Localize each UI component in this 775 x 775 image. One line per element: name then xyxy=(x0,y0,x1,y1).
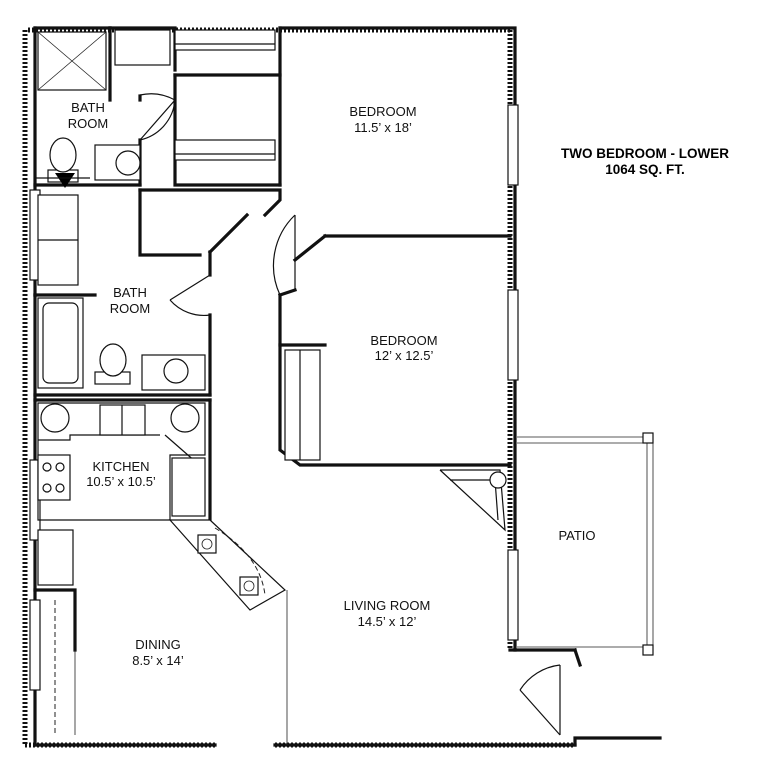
patio-outline xyxy=(517,432,654,656)
interior-walls xyxy=(33,26,662,747)
kitchen-label: KITCHEN xyxy=(92,459,149,474)
bath2-label-2: ROOM xyxy=(110,301,150,316)
arrow-marker xyxy=(55,173,75,188)
bedroom1-dims: 11.5’ x 18’ xyxy=(354,120,412,135)
doors xyxy=(139,93,561,736)
bath1-label: BATH xyxy=(71,100,105,115)
bath2-label: BATH xyxy=(113,285,147,300)
bedroom1-label: BEDROOM xyxy=(349,104,416,119)
bedroom2-label: BEDROOM xyxy=(370,333,437,348)
kitchen-dims: 10.5’ x 10.5’ xyxy=(86,474,156,489)
fireplace xyxy=(439,469,507,532)
living-room-label: LIVING ROOM xyxy=(344,598,431,613)
bath2-fixtures xyxy=(37,194,206,391)
bath1-label-2: ROOM xyxy=(68,116,108,131)
dining-dims: 8.5’ x 14’ xyxy=(132,653,184,668)
plan-area: 1064 SQ. FT. xyxy=(605,162,685,177)
dining-label: DINING xyxy=(135,637,181,652)
kitchen-fixtures xyxy=(37,402,287,611)
living-room-dims: 14.5’ x 12’ xyxy=(358,614,417,629)
room-labels: BATH ROOM BEDROOM 11.5’ x 18’ BATH ROOM … xyxy=(68,100,596,668)
patio-label: PATIO xyxy=(558,528,595,543)
bedroom2-dims: 12’ x 12.5’ xyxy=(375,348,434,363)
plan-title: TWO BEDROOM - LOWER xyxy=(561,146,729,161)
windows xyxy=(29,104,519,691)
closets xyxy=(114,29,321,461)
